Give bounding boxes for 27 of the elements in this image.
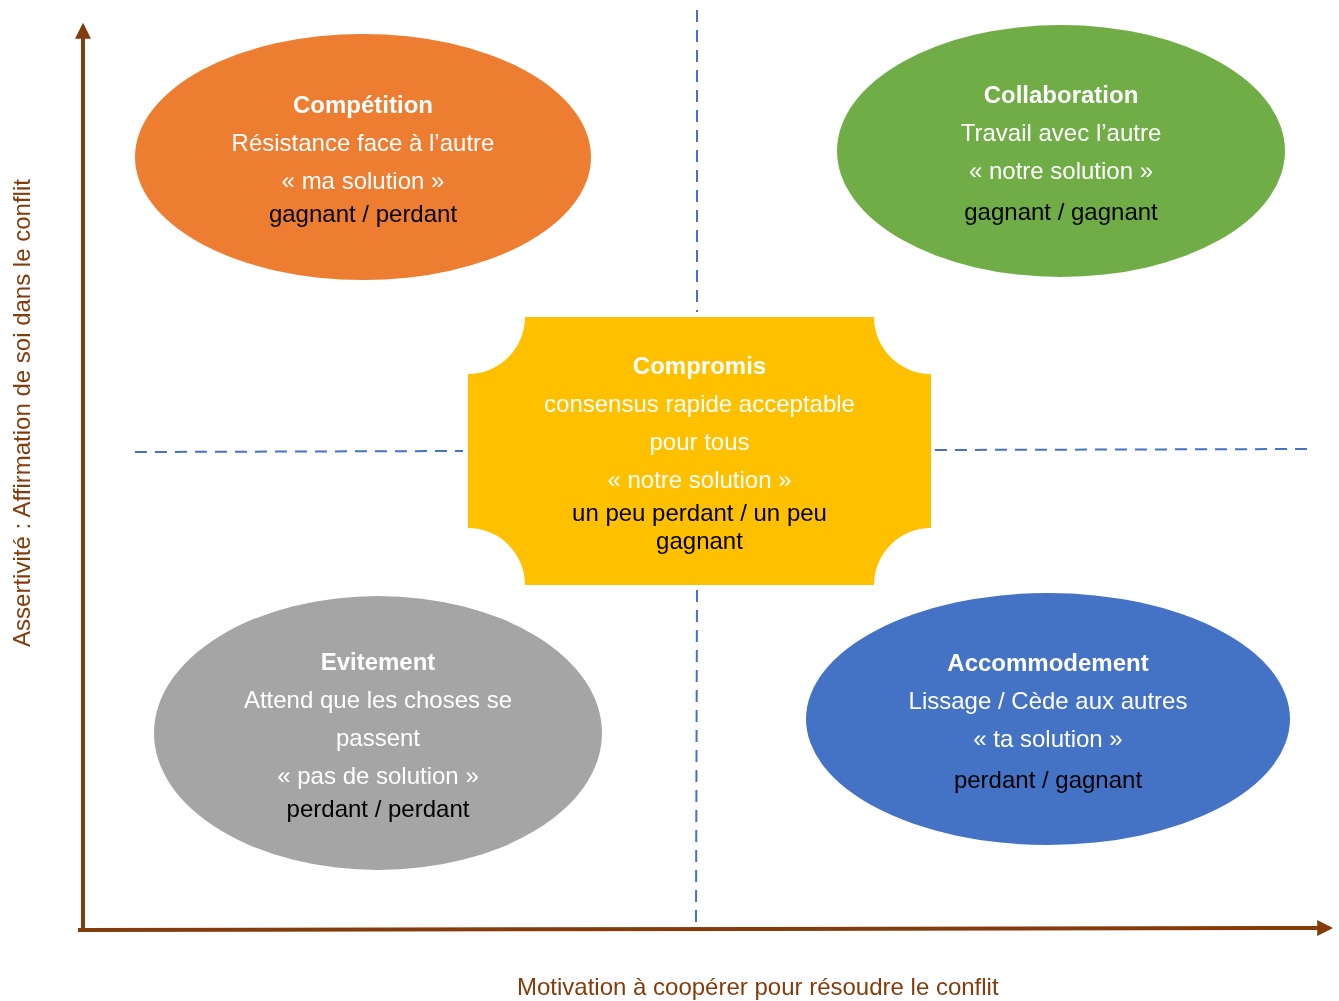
outcome-text: perdant / perdant	[286, 795, 470, 823]
solution-text: « notre solution »	[968, 156, 1154, 186]
solution-text: « ma solution »	[281, 166, 445, 196]
solution-text: « ta solution »	[973, 724, 1123, 754]
description-text: Résistance face à l’autre	[231, 128, 495, 158]
style-heading: Accommodement	[947, 648, 1149, 678]
axis-title: Assertivité : Affirmation de soi dans le conflit	[7, 179, 36, 647]
ellipse-shape	[806, 593, 1290, 845]
ellipse-shape	[154, 596, 602, 870]
description-text: consensus rapide acceptable pour tous	[543, 389, 856, 457]
ellipse-shape	[837, 25, 1285, 277]
axis-title: Motivation à coopérer pour résoudre le conflit	[517, 973, 999, 1001]
style-heading: Compromis	[632, 351, 767, 381]
style-heading: Evitement	[320, 647, 436, 677]
solution-text: « pas de solution »	[277, 761, 479, 791]
outcome-text: un peu perdant / un peu gagnant	[571, 499, 828, 555]
outcome-text: gagnant / perdant	[268, 200, 458, 228]
description-text: Lissage / Cède aux autres	[908, 686, 1188, 716]
style-heading: Compétition	[293, 90, 433, 120]
outcome-text: gagnant / gagnant	[964, 198, 1158, 226]
style-heading: Collaboration	[983, 80, 1139, 110]
description-text: Travail avec l’autre	[960, 118, 1162, 148]
plaque-shape	[468, 317, 931, 585]
solution-text: « notre solution »	[607, 465, 792, 495]
ellipse-shape	[135, 34, 591, 280]
outcome-text: perdant / gagnant	[953, 766, 1143, 794]
description-text: Attend que les choses se passent	[242, 685, 514, 753]
